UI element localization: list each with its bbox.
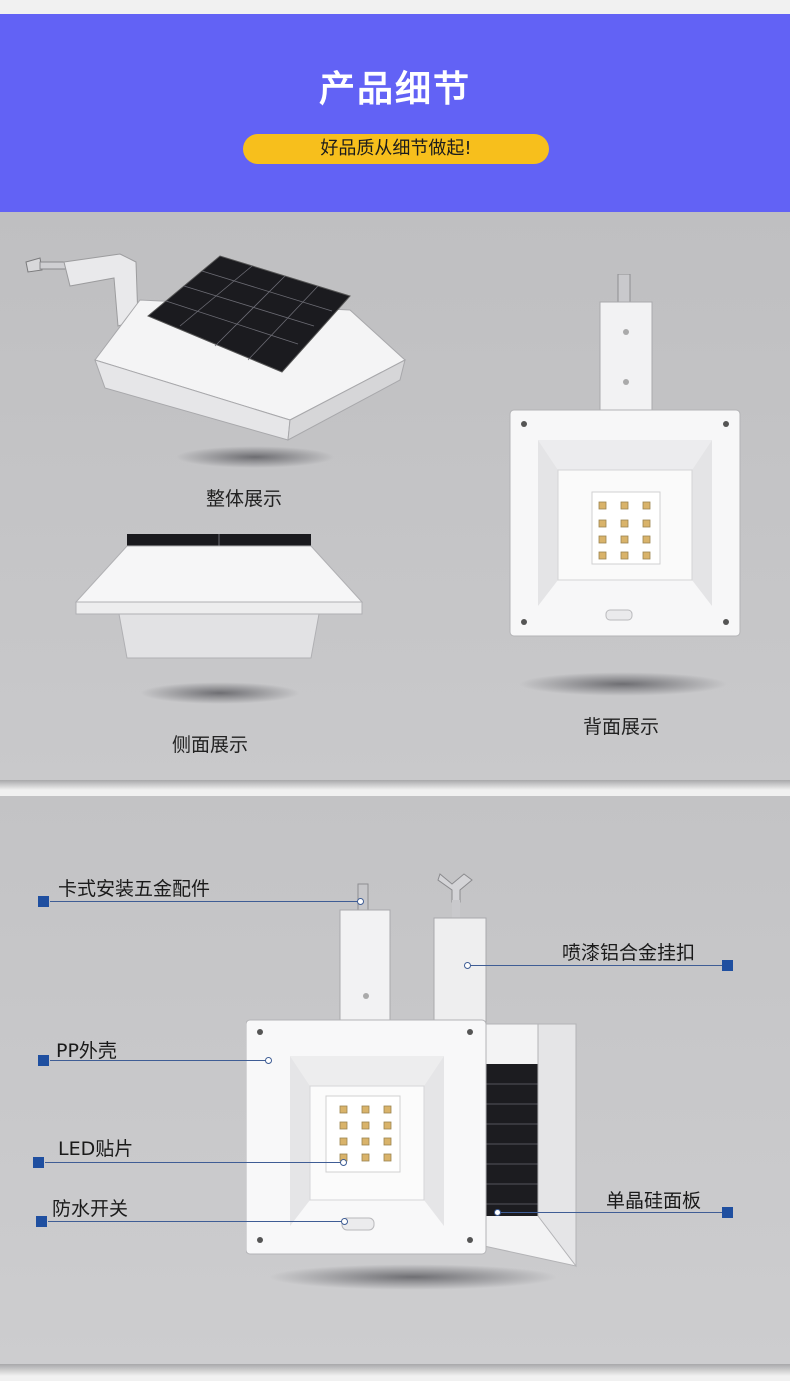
side-view-image	[75, 534, 364, 659]
callout-switch-label: 防水开关	[52, 1198, 129, 1220]
callout-hardware-label: 卡式安装五金配件	[58, 878, 211, 900]
callout-dot	[341, 1218, 348, 1225]
callout-shell-label: PP外壳	[56, 1040, 117, 1062]
callout-buckle-label: 喷漆铝合金挂扣	[562, 942, 696, 964]
floor-shadow	[268, 1264, 558, 1290]
callout-line	[498, 1212, 722, 1213]
square-marker-icon	[722, 960, 733, 971]
square-marker-icon	[33, 1157, 44, 1168]
page-title: 产品细节	[318, 69, 471, 110]
back-view-image	[509, 274, 741, 637]
callout-panel-label: 单晶硅面板	[606, 1190, 702, 1212]
overall-view-image	[25, 253, 406, 441]
panel-divider	[0, 780, 790, 790]
callout-line	[468, 965, 722, 966]
callout-line	[50, 901, 360, 902]
side-view-caption: 侧面展示	[172, 734, 249, 756]
floor-shadow	[140, 682, 300, 704]
square-marker-icon	[722, 1207, 733, 1218]
floor-shadow	[175, 446, 335, 468]
callout-dot	[357, 898, 364, 905]
callout-dot	[340, 1159, 347, 1166]
product-views-panel: 整体展示 侧面展示 背面展示	[0, 212, 790, 780]
back-view-caption: 背面展示	[583, 716, 660, 738]
callout-led-label: LED贴片	[58, 1138, 134, 1160]
header-banner: 产品细节 好品质从细节做起!	[0, 14, 790, 212]
callout-dot	[265, 1057, 272, 1064]
subtitle-pill: 好品质从细节做起!	[243, 134, 549, 164]
square-marker-icon	[38, 896, 49, 907]
square-marker-icon	[38, 1055, 49, 1066]
callout-dot	[494, 1209, 501, 1216]
bottom-edge	[0, 1364, 790, 1376]
square-marker-icon	[36, 1216, 47, 1227]
detail-callouts-panel: 卡式安装五金配件 喷漆铝合金挂扣 PP外壳 LED贴片 防水开关 单晶硅面板	[0, 796, 790, 1364]
callout-dot	[464, 962, 471, 969]
callout-line	[50, 1060, 268, 1061]
callout-line	[48, 1221, 344, 1222]
overall-view-caption: 整体展示	[206, 488, 283, 510]
callout-line	[45, 1162, 343, 1163]
detail-product-image	[246, 873, 577, 1268]
floor-shadow	[518, 672, 728, 696]
